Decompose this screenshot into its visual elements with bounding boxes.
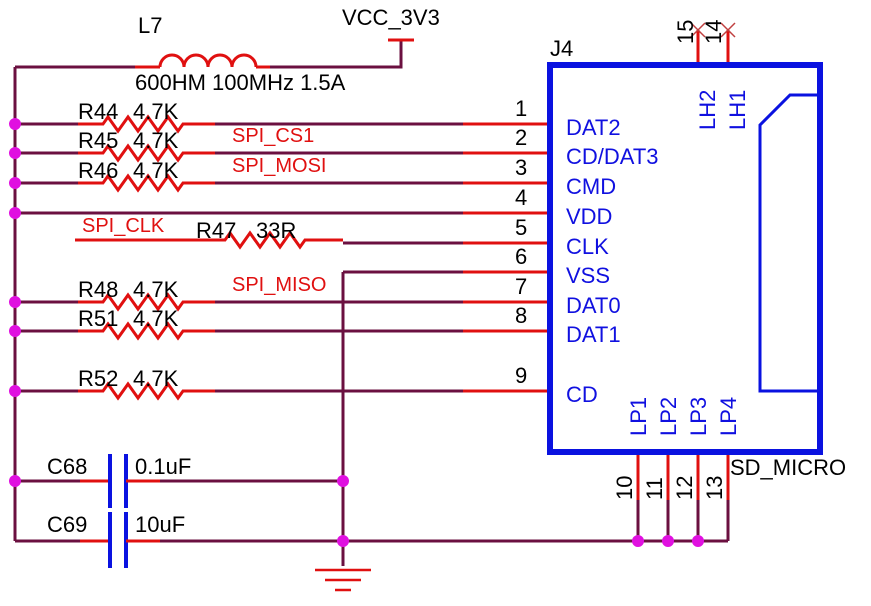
r46-resistor [78,173,215,193]
no-connect-14 [720,22,736,38]
ground-symbol [315,568,371,592]
connector-part: SD_MICRO [730,455,846,480]
r45-resistor [78,143,215,163]
pin-name-lp3: LP3 [686,397,711,436]
pin-name-dat1: DAT1 [566,322,621,347]
pin-name-dat2: DAT2 [566,115,621,140]
pin-num-15: 15 [673,20,698,44]
c69-value: 10uF [135,512,185,537]
pin-name-cmd: CMD [566,174,616,199]
r47-ref: R47 [196,218,236,243]
c69-ref: C69 [47,512,87,537]
pin-num-1: 1 [515,96,527,121]
pin-num-6: 6 [515,244,527,269]
pin-num-2: 2 [515,125,527,150]
c68-value: 0.1uF [135,454,191,479]
pin-name-clk: CLK [566,234,609,259]
pin-num-4: 4 [515,185,527,210]
r44-ref: R44 [78,99,118,124]
r45-value: 4.7K [133,128,179,153]
r46-value: 4.7K [133,158,179,183]
pin-name-lp1: LP1 [626,397,651,436]
r45-ref: R45 [78,128,118,153]
c68-ref: C68 [47,454,87,479]
card-outline [758,93,820,393]
pin-num-10: 10 [612,476,637,500]
vcc-wire [270,40,403,69]
r52-resistor [78,381,215,401]
connector-ref: J4 [550,36,573,61]
r47-value: 33R [256,218,296,243]
pin-num-13: 13 [702,476,727,500]
pin-name-cd: CD [566,382,598,407]
pin-name-vdd: VDD [566,204,612,229]
power-net-label: VCC_3V3 [342,5,440,30]
pin-name-lp4: LP4 [716,397,741,436]
pin-num-5: 5 [515,215,527,240]
junction-dots [9,118,704,547]
r44-value: 4.7K [133,99,179,124]
pin-num-7: 7 [515,274,527,299]
r51-resistor [78,321,215,341]
net-spi-clk: SPI_CLK [82,215,165,237]
r51-value: 4.7K [133,306,179,331]
pin-names: DAT2 CD/DAT3 CMD VDD CLK VSS DAT0 DAT1 C… [566,115,659,407]
pin-num-11: 11 [642,477,667,500]
r48-value: 4.7K [133,277,179,302]
pin-num-3: 3 [515,155,527,180]
connector-body [547,62,823,455]
pin-name-lh1: LH1 [725,90,750,130]
r52-value: 4.7K [133,366,179,391]
r44-resistor [78,114,215,134]
r52-ref: R52 [78,366,118,391]
r51-ref: R51 [78,306,118,331]
pin-name-vss: VSS [566,263,610,288]
net-spi-miso: SPI_MISO [232,274,326,296]
pin-name-cd-dat3: CD/DAT3 [566,144,659,169]
pin-name-lp2: LP2 [656,397,681,436]
pin-numbers: 1 2 3 4 5 6 7 8 9 [515,96,527,388]
net-spi-mosi: SPI_MOSI [232,155,326,177]
inductor-ref: L7 [138,13,162,38]
no-connect-15 [690,22,706,38]
pin-name-dat0: DAT0 [566,293,621,318]
pin-num-14: 14 [701,20,726,44]
r48-resistor [78,292,215,312]
r48-ref: R48 [78,277,118,302]
r46-ref: R46 [78,158,118,183]
lp-pins-wire [636,500,730,541]
r47-resistor [200,230,343,250]
inductor-coil [158,53,258,68]
net-spi-cs1: SPI_CS1 [232,125,314,147]
vss-wire [341,270,463,541]
connector-pin-leads [463,30,730,500]
pin-num-9: 9 [515,363,527,388]
inductor-value: 600HM 100MHz 1.5A [135,70,346,95]
pin-num-8: 8 [515,303,527,328]
pin-num-12: 12 [672,476,697,500]
pin-name-lh2: LH2 [695,90,720,130]
